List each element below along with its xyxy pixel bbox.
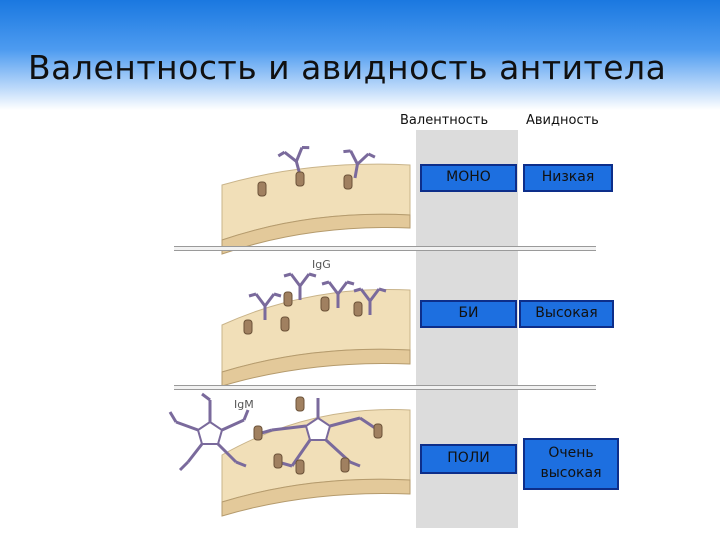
avidity-high-box: Высокая	[519, 300, 614, 328]
valency-mono-box: МОНО	[420, 164, 517, 192]
valency-bi-box: БИ	[420, 300, 517, 328]
membrane-mono	[222, 164, 410, 254]
igm-label: IgM	[234, 398, 254, 411]
avidity-low-box: Низкая	[523, 164, 613, 192]
igg-label: IgG	[312, 258, 331, 271]
row-divider-2	[174, 385, 596, 390]
row-divider-1	[174, 246, 596, 251]
membrane-bi	[222, 289, 410, 386]
avidity-very-high-box: Очень высокая	[523, 438, 619, 490]
valency-poli-box: ПОЛИ	[420, 444, 517, 474]
